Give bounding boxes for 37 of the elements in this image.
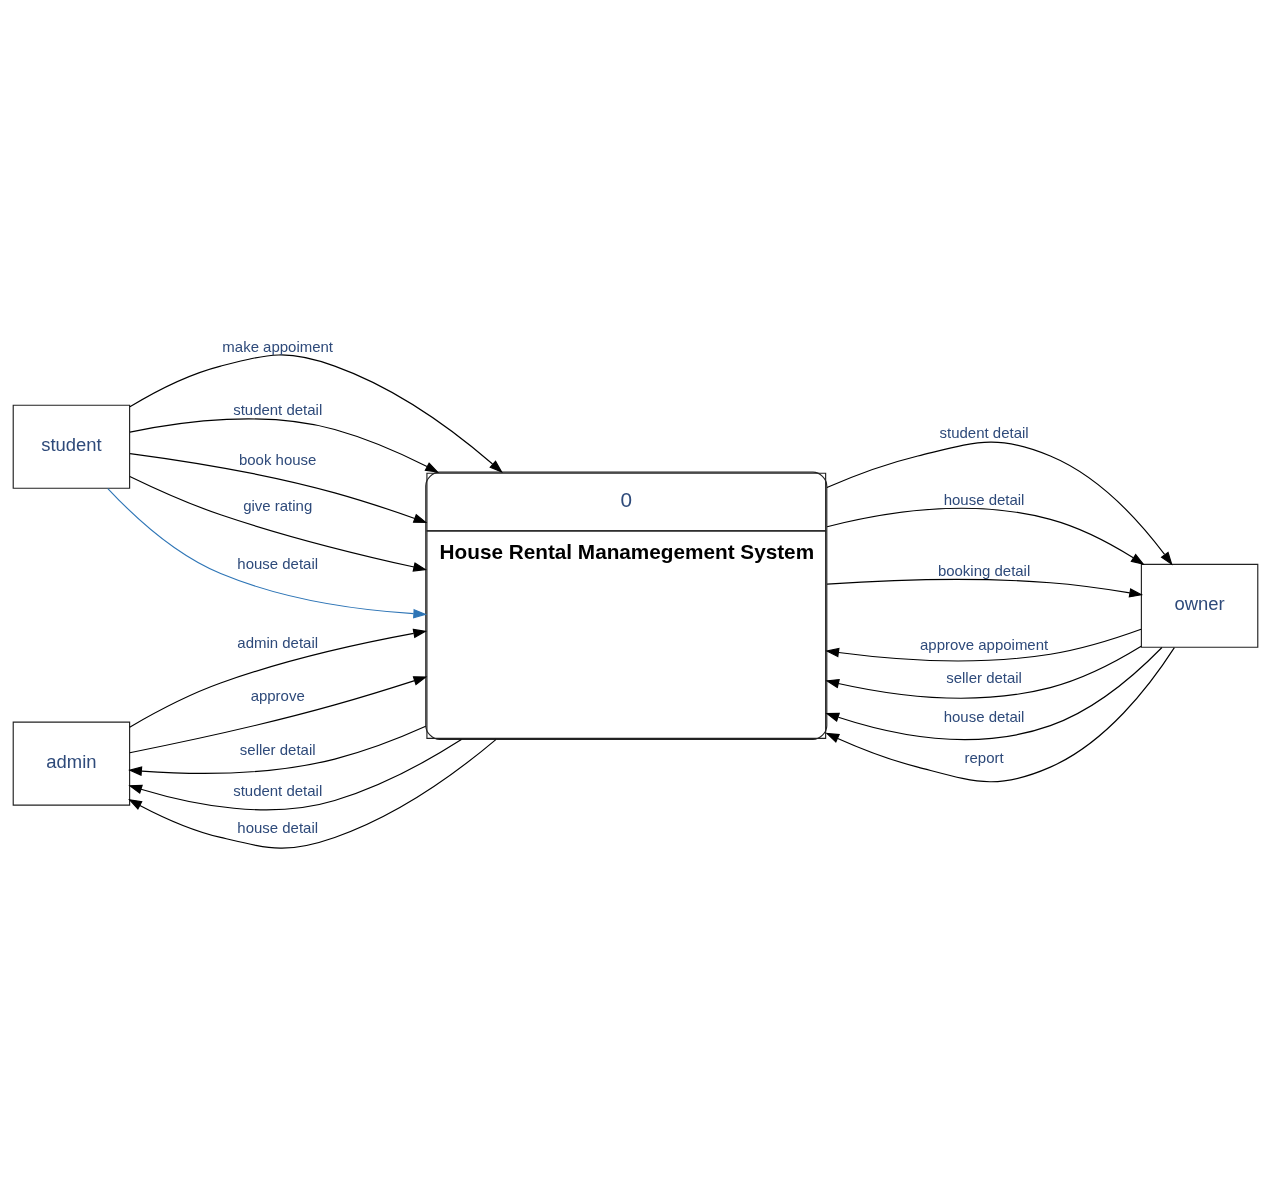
arrow xyxy=(129,418,439,473)
arrow xyxy=(826,507,1145,566)
edge-label: admin detail xyxy=(237,633,319,651)
edge-label: house detail xyxy=(943,490,1025,508)
arrow xyxy=(129,676,428,754)
arrow xyxy=(825,646,1163,741)
edge-label: student detail xyxy=(233,400,323,418)
edge-label: give rating xyxy=(243,496,313,514)
arrow xyxy=(107,487,428,619)
edge-label: book house xyxy=(238,450,317,468)
edge-label: make appoiment xyxy=(222,337,334,355)
node-box: admin xyxy=(12,721,131,806)
arrow xyxy=(129,628,428,728)
arrow xyxy=(826,441,1173,566)
edge-label: student detail xyxy=(233,782,323,800)
edge-label: approve appoiment xyxy=(920,636,1049,654)
edge-label: house detail xyxy=(237,819,319,837)
arrow xyxy=(129,354,503,474)
arrow xyxy=(825,628,1142,662)
edge-label: seller detail xyxy=(239,740,316,758)
arrow xyxy=(128,725,427,776)
edge-label: report xyxy=(964,748,1004,766)
arrow xyxy=(825,645,1142,699)
edge-label: approve xyxy=(250,686,305,704)
arrow xyxy=(128,739,497,849)
edge-label: house detail xyxy=(237,555,319,573)
edge-label: house detail xyxy=(943,707,1025,725)
arrow xyxy=(129,475,428,572)
edge-label: student detail xyxy=(939,424,1029,442)
arrow xyxy=(128,739,462,811)
arrow xyxy=(826,578,1144,598)
edge-label: booking detail xyxy=(937,562,1031,580)
node-box: owner xyxy=(1140,563,1259,648)
arrow xyxy=(129,453,428,523)
arrow xyxy=(825,647,1175,783)
node-box: student xyxy=(12,404,131,489)
edge-label: seller detail xyxy=(946,669,1022,687)
